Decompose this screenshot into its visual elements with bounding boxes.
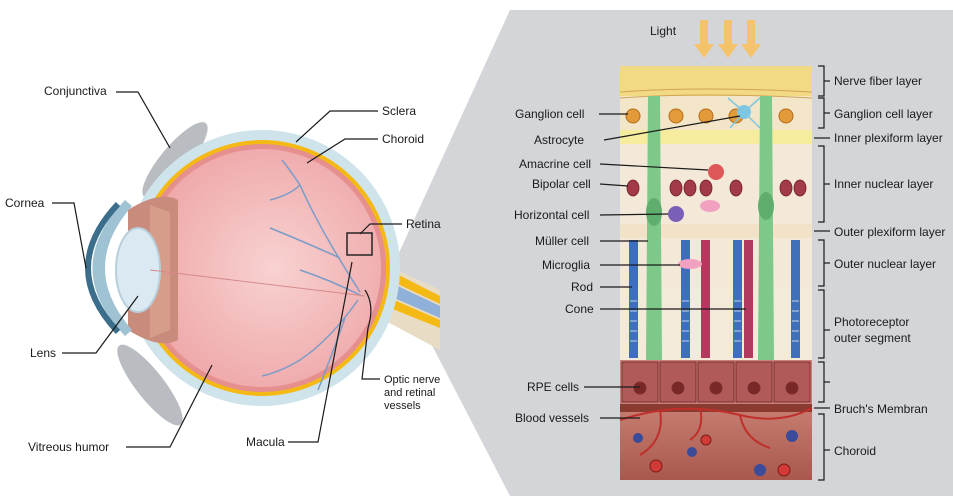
- label-outer-plexiform-layer: Outer plexiform layer: [834, 225, 945, 239]
- label-ganglion-cell: Ganglion cell: [515, 107, 584, 121]
- label-vitreous-humor: Vitreous humor: [28, 440, 109, 454]
- label-sclera: Sclera: [382, 104, 416, 118]
- label-ganglion-cell-layer: Ganglion cell layer: [834, 107, 933, 121]
- label-photoreceptor: Photoreceptor: [834, 315, 909, 329]
- label-optic-nerve-1: Optic nerve: [384, 374, 440, 386]
- label-cornea: Cornea: [5, 196, 45, 210]
- label-astrocyte: Astrocyte: [534, 133, 584, 147]
- label-outer-nuclear-layer: Outer nuclear layer: [834, 257, 936, 271]
- label-blood-vessels: Blood vessels: [515, 411, 589, 425]
- label-cone: Cone: [565, 302, 594, 316]
- microglia: [678, 259, 702, 269]
- label-rpe-cells: RPE cells: [527, 380, 579, 394]
- horizontal-cell: [668, 206, 684, 222]
- nerve-fiber-band: [620, 66, 812, 96]
- label-horizontal-cell: Horizontal cell: [514, 208, 589, 222]
- label-amacrine-cell: Amacrine cell: [519, 157, 591, 171]
- label-inner-nuclear-layer: Inner nuclear layer: [834, 177, 933, 191]
- label-optic-nerve-2: and retinal: [384, 387, 435, 399]
- label-outer-segment: outer segment: [834, 331, 911, 345]
- label-choroid: Choroid: [382, 132, 424, 146]
- label-inner-plexiform-layer: Inner plexiform layer: [834, 131, 943, 145]
- label-bruchs-membrane: Bruch's Membran: [834, 402, 928, 416]
- amacrine-cell: [708, 164, 724, 180]
- label-nerve-fiber-layer: Nerve fiber layer: [834, 74, 922, 88]
- label-muller-cell: Müller cell: [535, 234, 589, 248]
- light-arrows: [694, 20, 761, 58]
- label-microglia: Microglia: [542, 258, 590, 272]
- label-macula: Macula: [246, 435, 285, 449]
- label-bipolar-cell: Bipolar cell: [532, 177, 591, 191]
- label-conjunctiva: Conjunctiva: [44, 84, 107, 98]
- rpe-cells: [622, 362, 810, 402]
- label-choroid-layer: Choroid: [834, 444, 876, 458]
- label-lens: Lens: [30, 346, 56, 360]
- retina-inset: Light: [620, 20, 812, 480]
- label-light: Light: [650, 24, 677, 38]
- label-retina: Retina: [406, 217, 441, 231]
- label-optic-nerve-3: vessels: [384, 400, 421, 412]
- label-rod: Rod: [571, 280, 593, 294]
- pink-cell: [700, 200, 720, 212]
